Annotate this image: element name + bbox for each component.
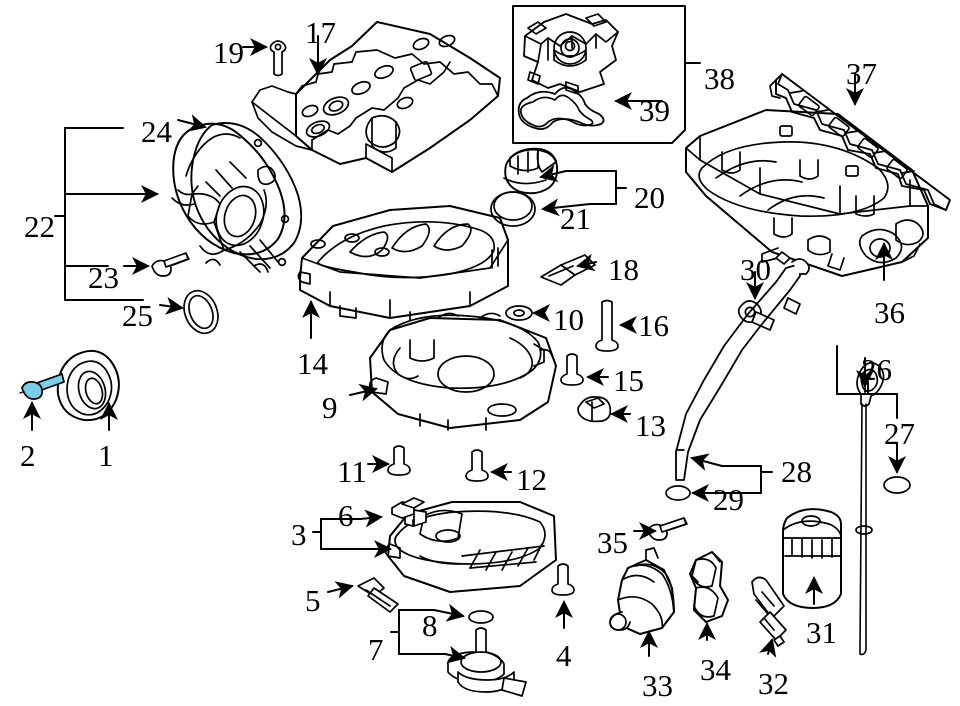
part-14-upper-oil-pan (297, 205, 509, 321)
bracket-20 (565, 170, 627, 205)
callout-13: 13 (635, 408, 666, 443)
part-15-oil-pump-bolt (560, 353, 584, 386)
leader-32 (758, 638, 777, 658)
bracket-7 (390, 609, 446, 655)
callout-12: 12 (516, 462, 547, 497)
callout-11: 11 (337, 454, 367, 489)
bracket-3 (312, 518, 367, 550)
callout-37: 37 (846, 56, 877, 91)
part-26-dipstick (855, 361, 885, 656)
callout-4: 4 (556, 638, 572, 673)
part-25-front-crankshaft-seal (183, 289, 219, 335)
callout-22: 22 (24, 209, 55, 244)
callout-3: 3 (291, 517, 307, 552)
callout-25: 25 (122, 298, 153, 333)
callout-18: 18 (608, 252, 639, 287)
callout-39: 39 (639, 93, 670, 128)
part-12-bolt-short (465, 449, 489, 482)
callout-17: 17 (305, 15, 336, 50)
callout-32: 32 (758, 666, 789, 701)
part-31-oil-filter (782, 508, 842, 609)
part-38-box (512, 5, 686, 144)
part-39-vacuum-pump-gasket (517, 86, 605, 131)
leader-18 (576, 253, 597, 272)
part-5-dowel-pin (357, 577, 399, 613)
part-28-dipstick-guide-tube (675, 251, 810, 481)
part-23-timing-cover-bolt (151, 252, 190, 277)
callout-2: 2 (20, 438, 36, 473)
leader-20-to-cap (539, 164, 567, 183)
leader-7 (444, 645, 466, 664)
part-20-oil-filler-cap (503, 147, 559, 195)
callout-24: 24 (141, 114, 172, 149)
callout-30: 30 (740, 252, 771, 287)
leader-28 (690, 453, 723, 471)
part-19-valve-cover-bolt (269, 40, 287, 77)
callout-5: 5 (305, 583, 321, 618)
callout-6: 6 (338, 498, 354, 533)
callout-33: 33 (642, 668, 673, 703)
leader-25 (159, 296, 184, 315)
callout-9: 9 (322, 390, 338, 425)
part-9-windage-tray (368, 312, 557, 431)
leader-24 (177, 114, 207, 132)
part-11-stud-bolt (387, 445, 411, 476)
part-8-sensor-seal (468, 610, 494, 624)
leader-6 (359, 509, 383, 528)
callout-31: 31 (806, 615, 837, 650)
bracket-28 (700, 465, 773, 494)
part-38-vacuum-pump (523, 13, 619, 95)
bracket-22 (54, 127, 144, 301)
part-10-sealing-washer (505, 305, 533, 321)
callout-36: 36 (874, 295, 905, 330)
part-33-engine-oil-cooler (609, 547, 675, 635)
callout-14: 14 (297, 346, 328, 381)
callout-10: 10 (553, 302, 584, 337)
callout-29: 29 (713, 482, 744, 517)
part-7-oil-level-sensor (447, 627, 527, 697)
part-17-valve-cover (251, 21, 501, 173)
callout-20: 20 (634, 180, 665, 215)
leader-8 (433, 603, 465, 622)
part-32-oil-cooler-pipe (751, 576, 787, 647)
callout-35: 35 (597, 525, 628, 560)
callout-8: 8 (422, 608, 438, 643)
callout-21: 21 (560, 201, 591, 236)
callout-23: 23 (88, 260, 119, 295)
callout-19: 19 (213, 35, 244, 70)
part-27-dipstick-o-ring (883, 476, 911, 494)
part-24-timing-cover-gasket (190, 122, 303, 267)
callout-34: 34 (700, 652, 731, 687)
part-6-oil-drain-plug (391, 497, 427, 527)
part-21-oil-filler-cap-seal (490, 191, 536, 227)
callout-28: 28 (781, 454, 812, 489)
part-4-oil-pan-bolt (551, 563, 575, 596)
callout-15: 15 (613, 363, 644, 398)
leader-21 (541, 198, 591, 217)
callout-38: 38 (704, 61, 735, 96)
callout-1: 1 (98, 438, 114, 473)
part-3-lower-oil-pan (384, 501, 557, 593)
part-36-intake-manifold (685, 109, 929, 277)
part-22-timing-cover (171, 122, 286, 273)
part-16-long-hex-bolt (595, 299, 619, 352)
part-2-crankshaft-pulley-bolt-highlighted (19, 373, 65, 400)
callout-26: 26 (861, 352, 892, 387)
leader-9 (349, 383, 378, 402)
bracket-26 (836, 357, 898, 419)
part-18-dowel-sleeve (540, 254, 596, 286)
part-35-oil-cooler-bolt (647, 517, 688, 541)
callout-7: 7 (368, 632, 384, 667)
callout-27: 27 (884, 416, 915, 451)
part-13-oil-jet-nozzle (577, 396, 612, 423)
part-34-oil-cooler-bracket (689, 551, 729, 623)
leader-5 (327, 581, 354, 599)
part-29-dipstick-tube-o-ring (665, 485, 691, 501)
callout-16: 16 (638, 308, 669, 343)
